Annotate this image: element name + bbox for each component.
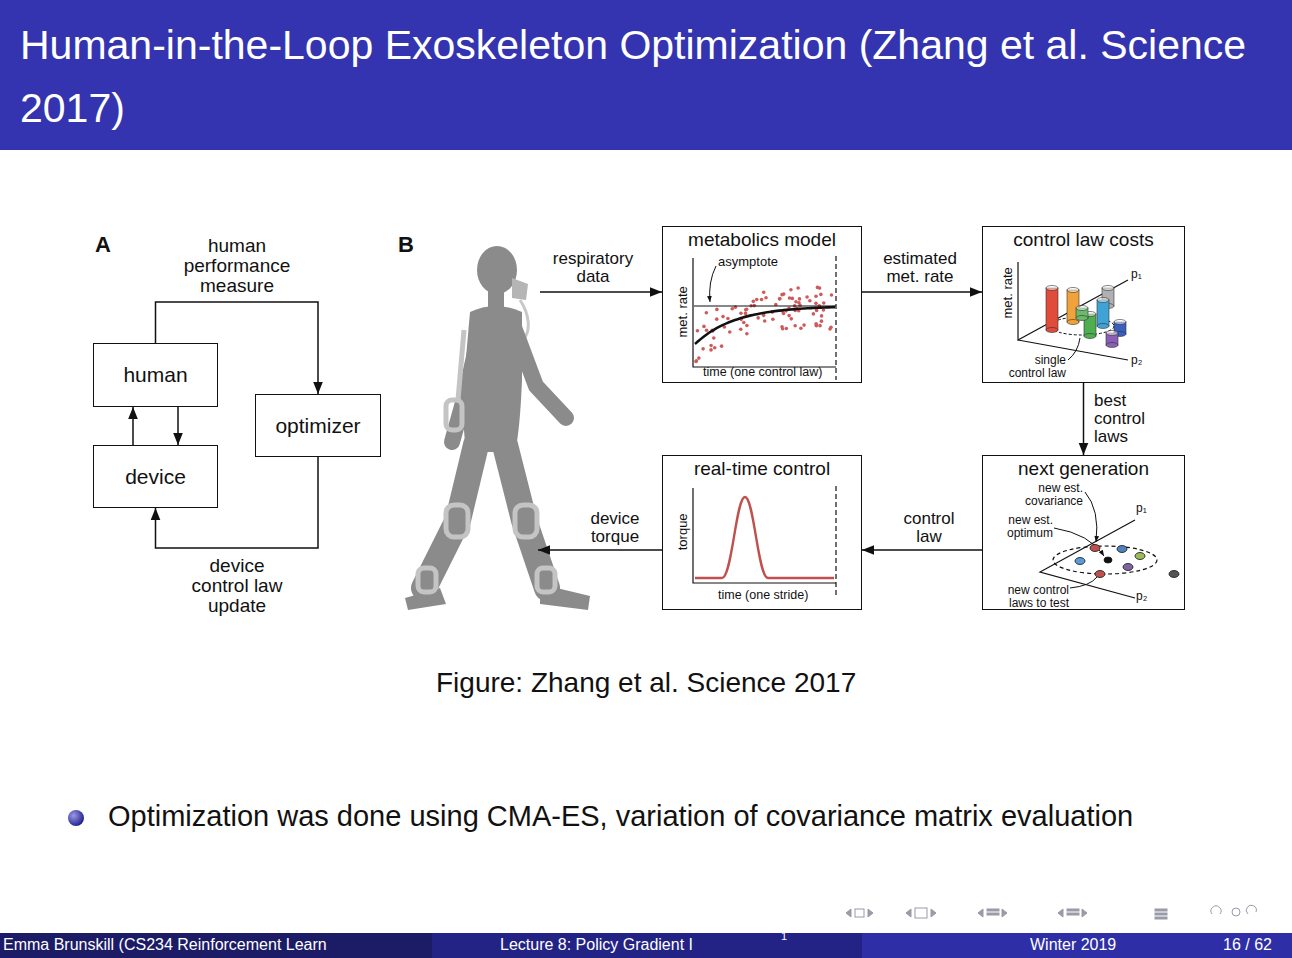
connector-arrow [862,291,982,293]
metabolics-chart [693,256,836,380]
edge-label: estimated met. rate [870,250,970,286]
panel-letter: A [95,233,111,256]
axis-label: met. rate [1000,267,1014,318]
box-label: metabolics model [688,230,836,251]
axis-label: time (one stride) [718,589,808,602]
annotation: single control law [1004,354,1066,379]
footer-text: 16 / 62 [1223,937,1272,954]
box-label: real-time control [694,459,830,480]
annotation: new est. covariance [1011,482,1083,507]
connector-arrow [177,407,179,445]
annotation: new control laws to test [983,584,1069,609]
footer-text: Emma Brunskill (CS234 Reinforcement Lear… [3,937,327,954]
process-box: device [93,445,218,508]
box-label: human [123,363,187,386]
axis-label: torque [675,513,689,550]
torque-chart [693,486,836,598]
process-box: human [93,343,218,407]
footer-text: Winter 2019 [1030,937,1116,954]
process-box: optimizer [255,394,381,457]
annotation: new est. optimum [987,514,1053,539]
process-box: real-time control [662,455,862,610]
costs-chart [1018,262,1128,360]
nav-symbols [846,905,1256,919]
title-bar [0,0,1292,150]
figure-caption: Figure: Zhang et al. Science 2017 [436,668,856,697]
footnote-mark: 1 [781,931,787,943]
edge-label: device control law update [182,556,292,616]
connector-arrow [132,407,134,445]
axis-label: met. rate [675,286,689,337]
bullet [68,810,84,826]
edge-label: human performance measure [178,236,296,296]
axis-label: p₁ [1136,502,1147,515]
panel-letter: B [398,233,414,256]
slide-title: Human-in-the-Loop Exoskeleton Optimizati… [20,14,1260,140]
axis-label: p₁ [1131,268,1142,281]
connector-arrow [1083,383,1085,455]
box-label: control law costs [1013,230,1153,251]
bullet-text: Optimization was done using CMA-ES, vari… [108,795,1178,837]
connector-arrow [862,549,982,551]
box-label: next generation [1018,459,1149,480]
edge-label: control law [894,510,964,546]
signal-label: device torque [575,510,655,546]
axis-label: time (one control law) [703,366,823,379]
next-generation-chart [1040,492,1179,598]
human-figure [405,246,590,610]
annotation: asymptote [718,255,778,269]
edge-label: best control laws [1094,392,1164,446]
signal-arrow [538,292,662,550]
signal-label: respiratory data [539,250,647,286]
footer-text: Lecture 8: Policy Gradient I [500,937,693,954]
box-label: device [125,465,186,488]
box-label: optimizer [275,414,360,437]
axis-label: p₂ [1136,590,1147,603]
process-box: metabolics model [662,226,862,383]
footer-bar [0,933,1292,958]
axis-label: p₂ [1131,354,1142,367]
